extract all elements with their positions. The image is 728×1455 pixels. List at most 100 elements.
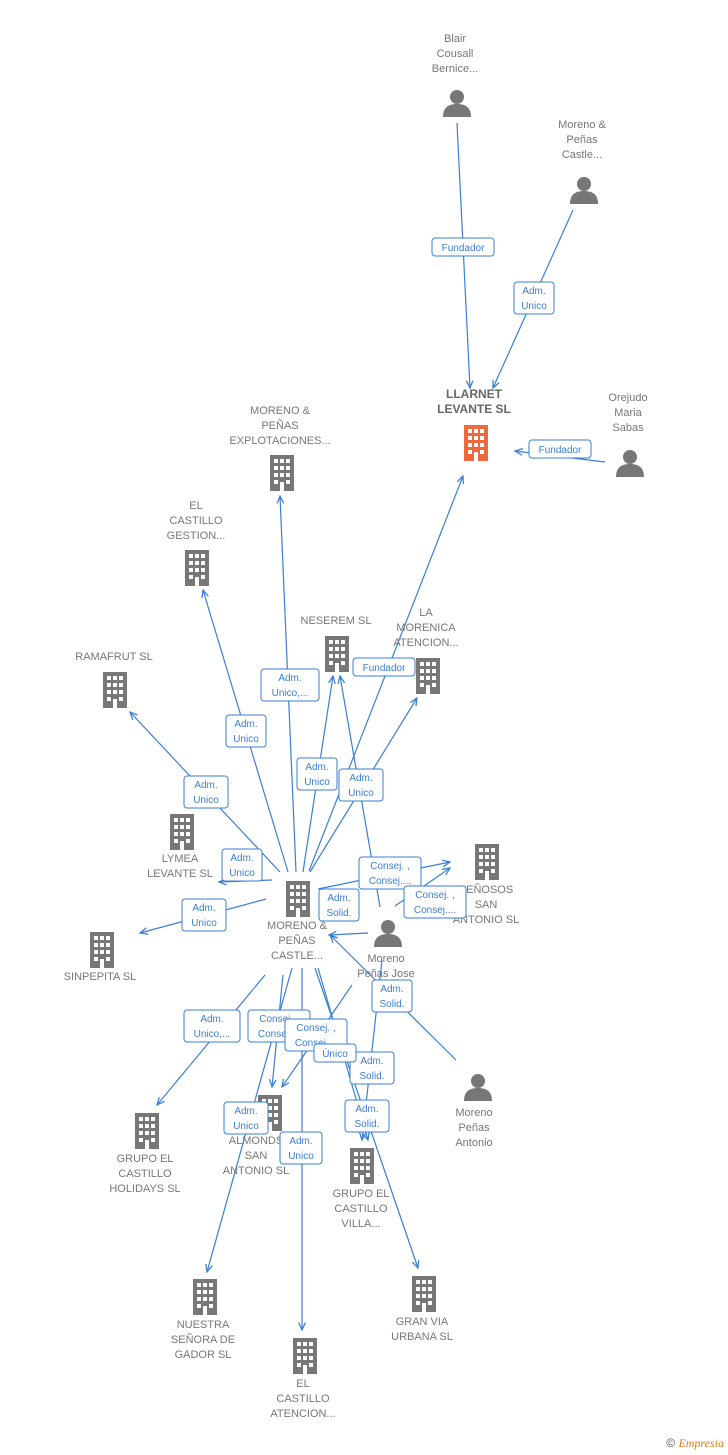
relation-badge[interactable]: Adm.Unico,... xyxy=(260,668,320,702)
relation-badge[interactable]: Adm.Solid. xyxy=(344,1099,390,1133)
relation-badge-label: Unico xyxy=(348,788,374,799)
building-icon xyxy=(325,636,349,672)
relation-badge-label: Adm. xyxy=(289,1136,312,1147)
node-label-line: CASTLE... xyxy=(271,950,323,962)
node-label-line: SEÑORA DE xyxy=(171,1333,235,1346)
node-label-line: Castle... xyxy=(562,149,602,161)
relation-badge[interactable]: Adm. Unico xyxy=(296,757,338,791)
relation-badge-label: Adm. xyxy=(305,762,328,773)
node-label-line: Peñas Jose xyxy=(357,968,414,980)
relation-badge[interactable]: Fundador xyxy=(352,657,416,677)
relation-badge-box xyxy=(223,1101,269,1135)
relation-badge[interactable]: Adm.Unico xyxy=(221,848,263,882)
relation-badge[interactable]: Adm.Unico xyxy=(181,898,227,932)
relation-badge-label: Adm. xyxy=(234,719,257,730)
edge-jose-to-castle_co xyxy=(329,933,369,935)
relation-badge[interactable]: Adm.Unico xyxy=(223,1101,269,1135)
relation-badge[interactable]: Adm.Unico xyxy=(513,281,555,315)
relation-badge-box xyxy=(183,1009,241,1043)
node-label-line: HOLIDAYS SL xyxy=(109,1183,180,1195)
node-label-line: NESEREM SL xyxy=(301,615,372,627)
node-label-line: MORENICA xyxy=(396,622,456,634)
relation-badge-label: Adm. xyxy=(278,673,301,684)
relation-badge[interactable]: Consej. ,Consej.... xyxy=(403,885,467,919)
relation-badge[interactable]: Consej. ,Consej.... xyxy=(358,856,422,890)
relation-badge[interactable]: Adm. Unico xyxy=(279,1131,323,1165)
relation-badge-label: Unico xyxy=(304,777,330,788)
relation-badge-box xyxy=(183,775,229,809)
node-label-line: PEÑOSOS xyxy=(459,883,513,896)
relation-badge-label: Unico xyxy=(288,1151,314,1162)
relation-badge[interactable]: Adm.Solid. xyxy=(318,888,360,922)
relation-badge-label: Consej. , xyxy=(296,1023,335,1034)
node-label-line: Moreno xyxy=(367,953,404,965)
node-ramafrut[interactable]: RAMAFRUT SL xyxy=(75,651,153,708)
brand-logo[interactable]: Empresia xyxy=(678,1436,724,1450)
node-label-line: SAN xyxy=(475,899,498,911)
node-label-line: Moreno xyxy=(455,1107,492,1119)
relation-badge-label: Solid. xyxy=(379,999,404,1010)
relation-badge[interactable]: Adm.Unico,... xyxy=(183,1009,241,1043)
relation-badge-box xyxy=(344,1099,390,1133)
relation-badge-label: Solid. xyxy=(359,1071,384,1082)
relation-badge[interactable]: Adm.Unico xyxy=(183,775,229,809)
relation-badge[interactable]: Adm. Unico xyxy=(338,768,384,802)
relation-badge-box xyxy=(513,281,555,315)
relation-badge-label: Fundador xyxy=(442,243,485,254)
node-label-line: Moreno & xyxy=(558,119,606,131)
node-sinpepita[interactable]: SINPEPITA SL xyxy=(64,932,137,983)
relation-badge[interactable]: Adm.Solid. xyxy=(371,979,413,1013)
relation-badge-label: Unico xyxy=(233,1121,259,1132)
relation-badge[interactable]: Fundador xyxy=(528,439,592,459)
relation-badge[interactable]: Consej. ,Consej.... xyxy=(284,1018,348,1052)
relation-badge-label: Adm. xyxy=(230,853,253,864)
node-label-line: PEÑAS xyxy=(278,934,315,947)
node-label-line: CASTILLO xyxy=(276,1393,330,1405)
badges-layer: FundadorAdm.UnicoFundadorFundadorAdm.Uni… xyxy=(181,237,592,1165)
relation-badge[interactable]: Adm.Solid. xyxy=(349,1051,395,1085)
node-label: SINPEPITA SL xyxy=(64,971,137,983)
person-icon xyxy=(443,90,471,117)
relation-badge[interactable]: Fundador xyxy=(431,237,495,257)
relation-badge-box xyxy=(349,1051,395,1085)
node-label-line: MORENO & xyxy=(250,405,311,417)
relation-badge[interactable]: Único xyxy=(313,1043,357,1063)
relation-badge-box xyxy=(260,668,320,702)
relation-badge-label: Adm. xyxy=(349,773,372,784)
relation-badge-label: Adm. xyxy=(355,1104,378,1115)
relation-badge[interactable]: Adm.Unico xyxy=(225,714,267,748)
building-icon xyxy=(416,658,440,694)
relation-badge-box xyxy=(403,885,467,919)
node-neserem[interactable]: NESEREM SL xyxy=(301,615,372,672)
